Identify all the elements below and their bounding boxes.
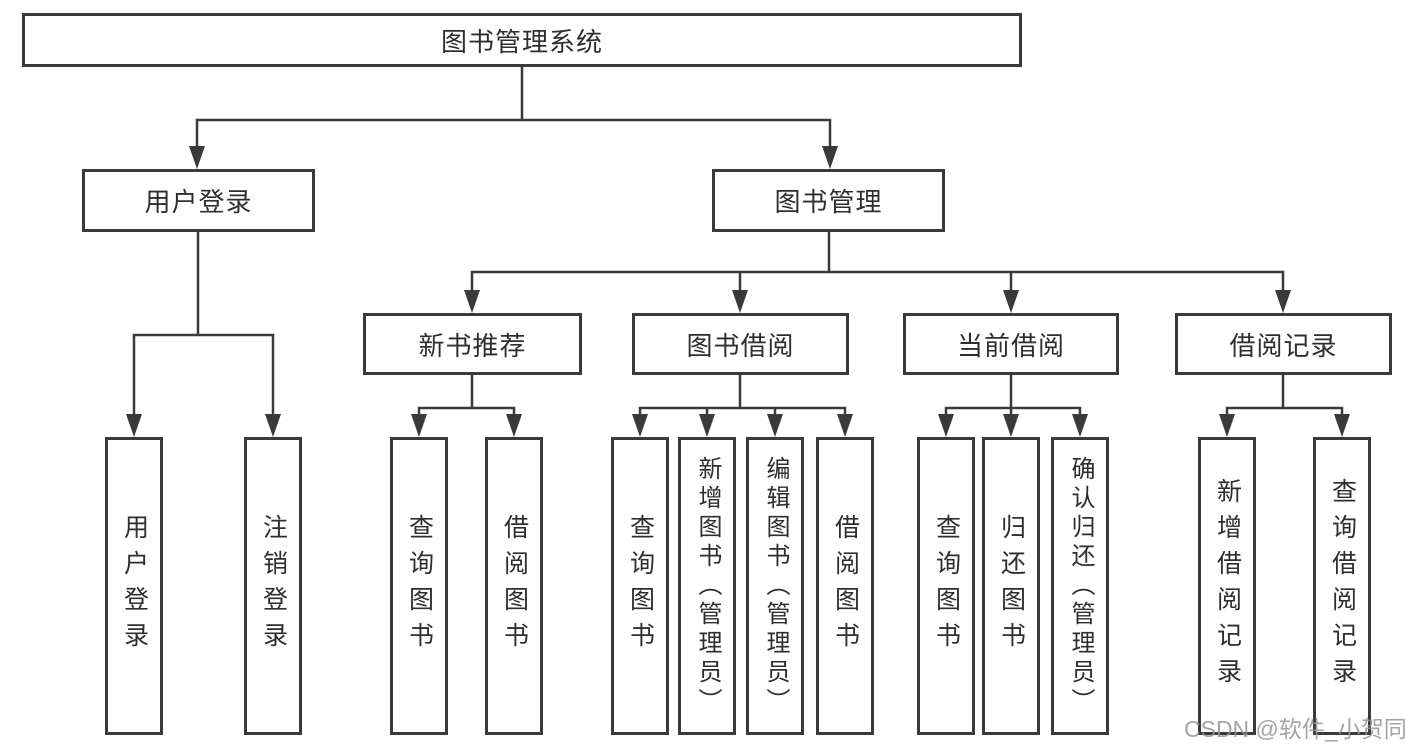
node-book-management-label: 图书管理 — [774, 187, 883, 217]
arrow-down-icon — [699, 414, 715, 437]
leaf-query-books-newbooks: 查询图书 — [390, 437, 448, 735]
node-book-management: 图书管理 — [712, 169, 945, 232]
arrow-down-icon — [126, 414, 142, 437]
leaf-borrow-books-label: 借阅图书 — [831, 514, 860, 658]
leaf-query-books-current-label: 查询图书 — [932, 514, 961, 658]
arrow-down-icon — [1334, 414, 1350, 437]
leaf-edit-books-admin: 编辑图书（管理员） — [746, 437, 804, 735]
leaf-edit-books-admin-label: 编辑图书（管理员） — [762, 455, 789, 717]
leaf-logout-label: 注销登录 — [259, 514, 288, 658]
node-user-login: 用户登录 — [82, 169, 315, 232]
node-user-login-label: 用户登录 — [144, 187, 253, 217]
leaf-query-books-current: 查询图书 — [917, 437, 975, 735]
arrow-down-icon — [632, 414, 648, 437]
leaf-query-books-newbooks-label: 查询图书 — [405, 514, 434, 658]
node-new-books: 新书推荐 — [363, 313, 582, 375]
leaf-confirm-return-admin: 确认归还（管理员） — [1051, 437, 1109, 735]
leaf-confirm-return-admin-label: 确认归还（管理员） — [1067, 455, 1094, 717]
node-borrow-records: 借阅记录 — [1175, 313, 1392, 375]
arrow-down-icon — [1275, 290, 1291, 313]
watermark-text: CSDN @软件_小贺同学 — [1184, 716, 1405, 742]
leaf-return-books: 归还图书 — [982, 437, 1040, 735]
node-borrow-records-label: 借阅记录 — [1229, 330, 1338, 361]
arrow-down-icon — [1219, 414, 1235, 437]
node-new-books-label: 新书推荐 — [418, 330, 527, 361]
node-root: 图书管理系统 — [22, 13, 1022, 67]
arrow-down-icon — [506, 414, 522, 437]
leaf-return-books-label: 归还图书 — [997, 514, 1026, 658]
arrow-down-icon — [767, 414, 783, 437]
leaf-query-borrow-record: 查询借阅记录 — [1313, 437, 1371, 735]
arrow-down-icon — [1003, 414, 1019, 437]
node-book-borrow: 图书借阅 — [632, 313, 849, 375]
arrow-down-icon — [732, 290, 748, 313]
arrow-down-icon — [1072, 414, 1088, 437]
leaf-borrow-books: 借阅图书 — [816, 437, 874, 735]
leaf-borrow-books-newbooks-label: 借阅图书 — [500, 514, 529, 658]
arrow-down-icon — [837, 414, 853, 437]
arrow-down-icon — [189, 146, 205, 169]
leaf-add-borrow-record: 新增借阅记录 — [1198, 437, 1256, 735]
node-current-borrow-label: 当前借阅 — [956, 330, 1065, 361]
arrow-down-icon — [822, 146, 838, 169]
leaf-add-books-admin: 新增图书（管理员） — [678, 437, 736, 735]
arrow-down-icon — [938, 414, 954, 437]
leaf-add-borrow-record-label: 新增借阅记录 — [1213, 478, 1242, 694]
node-current-borrow: 当前借阅 — [903, 313, 1119, 375]
arrow-down-icon — [265, 414, 281, 437]
leaf-borrow-books-newbooks: 借阅图书 — [485, 437, 543, 735]
node-root-label: 图书管理系统 — [440, 26, 603, 57]
arrow-down-icon — [1003, 290, 1019, 313]
leaf-user-login: 用户登录 — [105, 437, 163, 735]
leaf-logout: 注销登录 — [244, 437, 302, 735]
leaf-query-books-borrow: 查询图书 — [611, 437, 669, 735]
leaf-query-borrow-record-label: 查询借阅记录 — [1328, 478, 1357, 694]
leaf-add-books-admin-label: 新增图书（管理员） — [694, 455, 721, 717]
node-book-borrow-label: 图书借阅 — [686, 330, 795, 361]
leaf-query-books-borrow-label: 查询图书 — [626, 514, 655, 658]
arrow-down-icon — [464, 290, 480, 313]
leaf-user-login-label: 用户登录 — [120, 514, 149, 658]
arrow-down-icon — [411, 414, 427, 437]
